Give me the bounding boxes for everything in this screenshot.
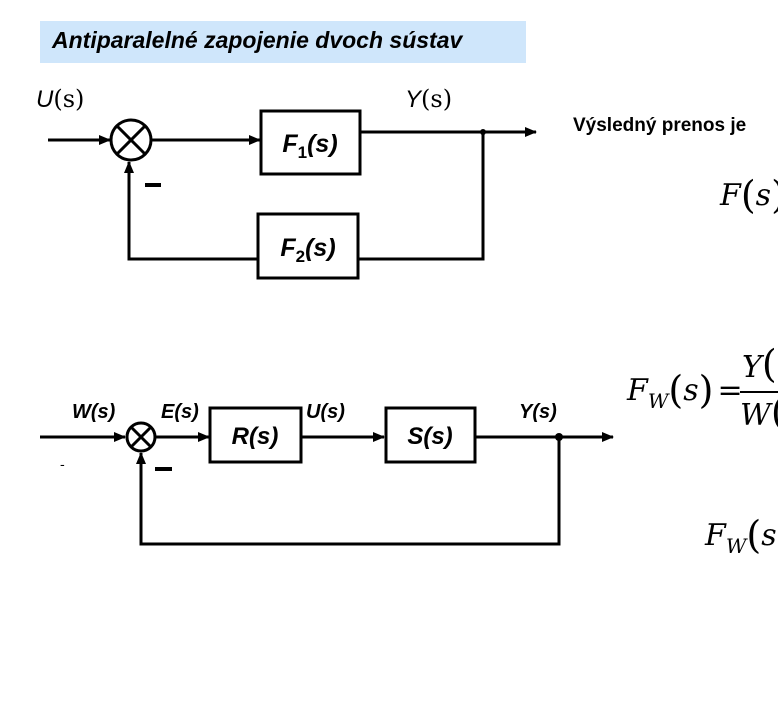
diagram-antiparallel: U(s) Y(s) F1(s) F2(s) [36, 85, 537, 280]
block-s: S(s) [384, 406, 477, 464]
signal-u: U(s) [306, 401, 345, 423]
result-label: Výsledný prenos je [573, 115, 747, 136]
signal-w: W(s) [72, 401, 116, 423]
title-highlight [40, 21, 526, 63]
feedback-path-left-1 [124, 161, 258, 261]
diagram-closed-loop: W(s) E(s) U(s) Y(s) R(s) S(s) - [40, 401, 614, 546]
feedback-path-right-1 [358, 132, 485, 261]
block-r: R(s) [208, 406, 303, 464]
signal-y: Y(s) [519, 401, 557, 423]
formula2-lhs: FW(s)= [626, 368, 743, 413]
block-s-label: S(s) [407, 423, 452, 450]
formula2-numerator: Y( [742, 342, 777, 386]
block-f2: F2(s) [256, 212, 360, 280]
summing-junction-1 [109, 118, 153, 162]
output-signal-y: Y(s) [405, 85, 452, 113]
formula-result-f: F(s) [719, 173, 778, 217]
feedback-path-2 [136, 437, 561, 546]
block-f1-label: F1(s) [282, 130, 337, 162]
formula3-lhs: FW(s) [704, 513, 778, 558]
input-signal-u: U(s) [36, 85, 84, 113]
page-title: Antiparalelné zapojenie dvoch sústav [52, 27, 463, 53]
block-f1: F1(s) [259, 109, 362, 176]
formula2-denominator: W( [740, 390, 778, 434]
stray-mark: - [60, 457, 65, 473]
formula-closed-loop: FW(s)= Y( W( [626, 342, 778, 434]
summing-junction-2 [125, 421, 157, 453]
block-r-label: R(s) [232, 423, 279, 450]
signal-e: E(s) [161, 401, 199, 423]
block-f2-label: F2(s) [280, 234, 335, 266]
